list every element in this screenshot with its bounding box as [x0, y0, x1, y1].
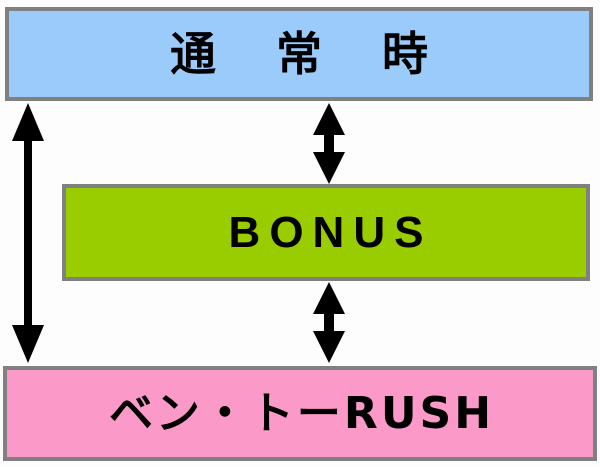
double-arrow-icon-normal-to-rush	[11, 103, 45, 363]
double-arrow-vertical-svg	[313, 282, 345, 363]
double-arrow-vertical-svg	[12, 103, 44, 363]
state-box-normal: 通 常 時	[5, 7, 593, 101]
double-arrow-shape	[12, 103, 44, 363]
double-arrow-icon-normal-to-bonus	[312, 103, 346, 184]
state-label-normal: 通 常 時	[169, 27, 451, 81]
state-label-bonus: BONUS	[228, 207, 433, 257]
double-arrow-icon-bonus-to-rush	[312, 282, 346, 363]
double-arrow-shape	[313, 282, 345, 363]
double-arrow-vertical-svg	[313, 103, 345, 184]
state-box-bonus: BONUS	[62, 184, 590, 281]
double-arrow-shape	[313, 103, 345, 184]
state-label-rush: ベン・トーRUSH	[108, 387, 495, 439]
state-box-rush: ベン・トーRUSH	[3, 366, 597, 461]
